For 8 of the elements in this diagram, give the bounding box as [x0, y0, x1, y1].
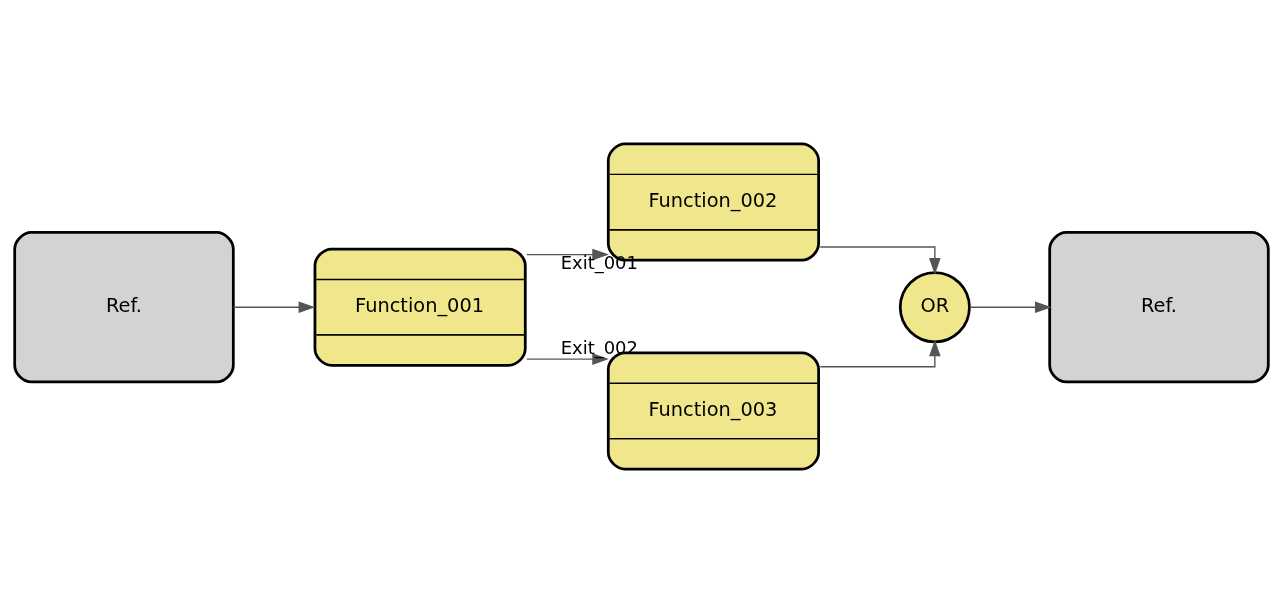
arrow [819, 339, 941, 368]
node-circle: OR [898, 271, 971, 344]
arrow [526, 248, 609, 261]
arrow [819, 246, 941, 275]
arrow [969, 301, 1052, 313]
node-box: Ref. [13, 231, 235, 384]
node-box: Ref. [1048, 231, 1270, 384]
arrow [232, 301, 316, 313]
